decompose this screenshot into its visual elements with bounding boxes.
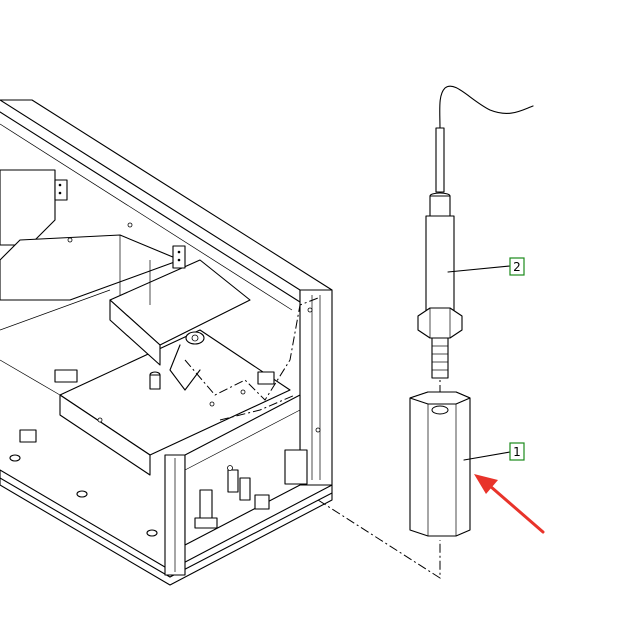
hex-standoff-part-1 [409, 391, 471, 537]
mounting-hardware [9, 222, 321, 537]
callout-1-number: 1 [513, 445, 521, 459]
red-pointer-arrow-icon [474, 474, 545, 534]
assembly-center-line [317, 499, 441, 579]
callout-2: 2 [509, 257, 525, 276]
probe-part-2 [417, 85, 534, 379]
callout-1: 1 [509, 442, 525, 461]
leader-line-1 [463, 451, 511, 461]
chassis-frame [0, 99, 333, 586]
leader-line-2 [447, 265, 511, 273]
callout-2-number: 2 [513, 260, 521, 274]
